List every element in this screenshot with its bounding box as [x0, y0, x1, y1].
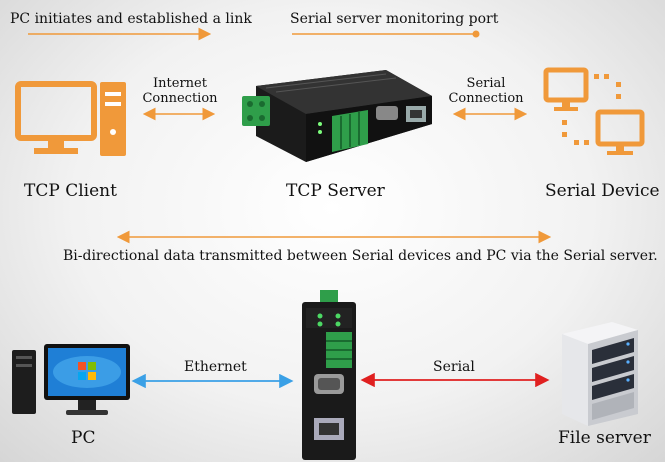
serial-device-icon: [543, 67, 645, 155]
pc-computer-image: [12, 344, 130, 415]
tcp-server-label: TCP Server: [286, 181, 385, 201]
serial-label: Serial: [433, 359, 475, 375]
tcp-client-computer-icon: [15, 81, 126, 156]
bidirectional-note: Bi-directional data transmitted between …: [63, 248, 658, 264]
serial-connection-label: Serial Connection: [448, 76, 524, 106]
file-server-label: File server: [558, 428, 651, 448]
pc-label: PC: [71, 428, 96, 448]
tcp-client-label: TCP Client: [24, 181, 117, 201]
tcp-server-device-image: [242, 70, 432, 162]
monitor-dot: [472, 30, 480, 38]
monitor-note: Serial server monitoring port: [290, 11, 499, 27]
internet-connection-label: Internet Connection: [142, 76, 218, 106]
ethernet-label: Ethernet: [184, 359, 247, 375]
serial-server-device-image: [302, 290, 356, 460]
serial-device-label: Serial Device: [545, 181, 660, 201]
link-note: PC initiates and established a link: [10, 11, 252, 27]
file-server-image: [562, 322, 638, 426]
